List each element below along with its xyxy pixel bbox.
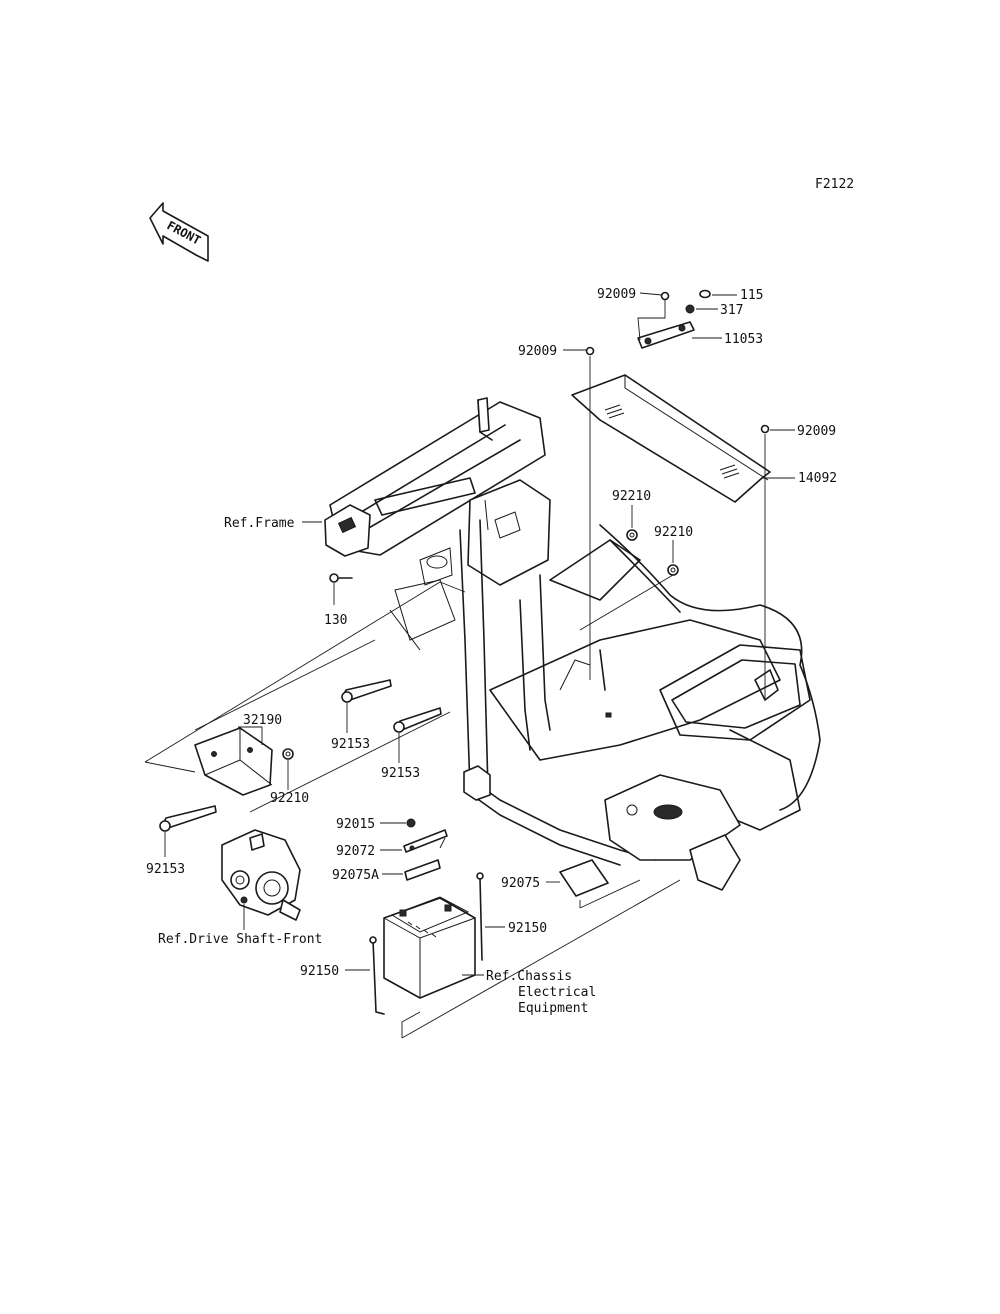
label-317: 317	[720, 303, 743, 318]
battery	[383, 896, 476, 999]
battery-rod-92150-right	[476, 872, 484, 961]
label-14092: 14092	[798, 471, 837, 486]
label-92153-lower: 92153	[381, 766, 420, 781]
label-ref-drive-shaft-front: Ref.Drive Shaft-Front	[158, 932, 322, 947]
battery-pad-92075A	[404, 859, 441, 881]
cover-14092	[571, 374, 771, 503]
label-92153-left: 92153	[146, 862, 185, 877]
nut-92210-middle	[667, 564, 679, 576]
label-92075A: 92075A	[332, 868, 379, 883]
battery-rod-92150-left	[369, 936, 385, 1015]
label-92210-upper: 92210	[612, 489, 651, 504]
frame-body	[324, 397, 821, 891]
label-92150-left: 92150	[300, 964, 339, 979]
label-92009-top: 92009	[597, 287, 636, 302]
bolt-92009-left	[585, 346, 595, 356]
label-115: 115	[740, 288, 763, 303]
nut-317	[685, 304, 695, 314]
bolt-115	[699, 289, 711, 299]
front-differential	[221, 829, 301, 921]
front-arrow-icon: FRONT	[149, 202, 209, 262]
label-ref-frame: Ref.Frame	[224, 516, 295, 531]
battery-nut-92015	[406, 818, 416, 828]
nut-92210-upper	[626, 529, 638, 541]
label-92210-lower: 92210	[270, 791, 309, 806]
figure-code: F2122	[815, 177, 854, 192]
label-92075: 92075	[501, 876, 540, 891]
label-92072: 92072	[336, 844, 375, 859]
label-92210-middle: 92210	[654, 525, 693, 540]
label-92015: 92015	[336, 817, 375, 832]
label-92009-left: 92009	[518, 344, 557, 359]
bracket-32190	[194, 727, 273, 796]
bolt-92009-top	[660, 291, 670, 301]
bolt-92153-left	[159, 805, 217, 832]
label-92009-right: 92009	[797, 424, 836, 439]
label-130: 130	[324, 613, 347, 628]
label-ref-chassis: Ref.Chassis	[486, 969, 572, 984]
label-92150-right: 92150	[508, 921, 547, 936]
leader-lines	[144, 292, 795, 1039]
bracket-11053	[637, 321, 695, 349]
bolt-92153-lower	[393, 707, 442, 733]
nut-92210-lower	[282, 748, 294, 760]
bolt-130	[329, 573, 353, 583]
battery-pad-92075	[559, 859, 609, 897]
bolt-92009-right	[760, 424, 770, 434]
label-92153-upper: 92153	[331, 737, 370, 752]
part-labels: 92009 115 317 11053 92009 92009 14092 92…	[146, 287, 837, 1016]
label-ref-chassis-electrical: Electrical	[518, 985, 596, 1000]
label-ref-chassis-equipment: Equipment	[518, 1001, 588, 1016]
label-11053: 11053	[724, 332, 763, 347]
battery-strap-92072	[403, 829, 448, 853]
label-32190: 32190	[243, 713, 282, 728]
bolt-92153-upper	[341, 679, 392, 703]
